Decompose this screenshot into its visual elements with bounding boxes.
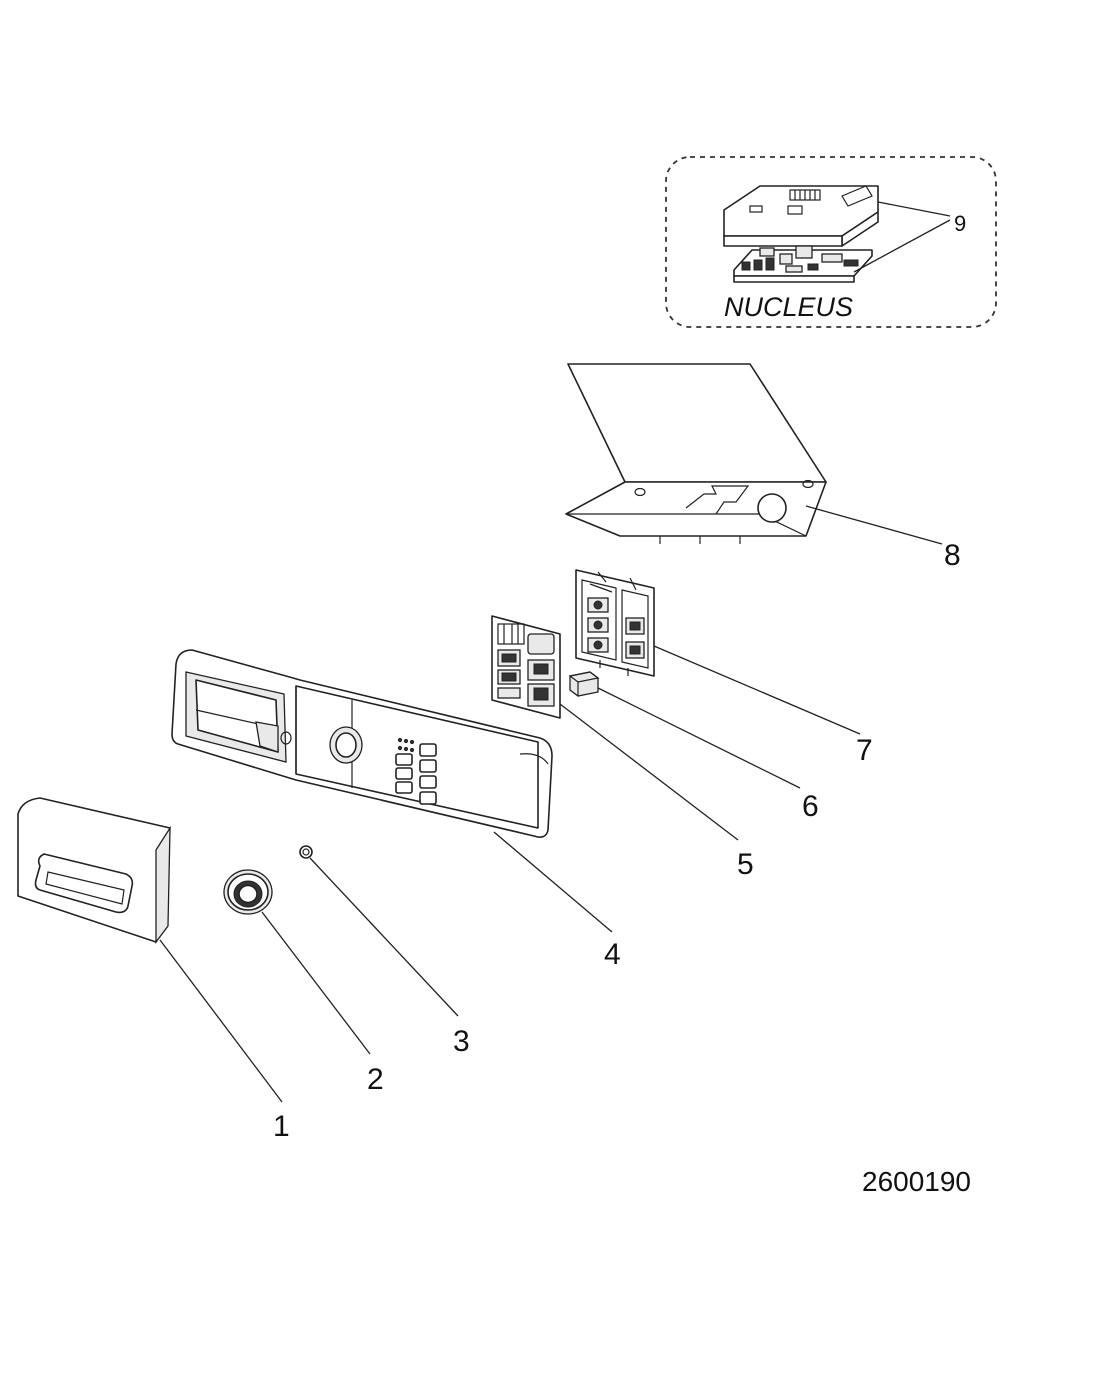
leader-2 <box>261 911 371 1055</box>
part-9-pcb-board[interactable] <box>733 245 873 283</box>
callout-1: 1 <box>273 1110 290 1143</box>
callout-6: 6 <box>802 790 819 823</box>
part-4-control-panel[interactable] <box>171 649 553 838</box>
leader-8 <box>805 505 943 545</box>
part-6-connector-block[interactable] <box>568 671 600 697</box>
callout-7: 7 <box>856 734 873 767</box>
callout-5: 5 <box>737 848 754 881</box>
part-2-knob[interactable] <box>223 869 273 915</box>
document-number: 2600190 <box>862 1166 971 1197</box>
leader-3 <box>309 857 459 1017</box>
leader-5 <box>559 703 739 841</box>
part-8-housing[interactable] <box>565 363 827 544</box>
part-9-module-cover[interactable] <box>723 185 879 247</box>
nucleus-dashed-frame <box>665 156 997 328</box>
leader-1 <box>159 939 283 1103</box>
part-3-pin[interactable] <box>299 845 313 859</box>
callout-9: 9 <box>954 211 966 236</box>
callout-2: 2 <box>367 1063 384 1096</box>
nucleus-label: NUCLEUS <box>724 292 853 322</box>
part-7-button-frame[interactable] <box>575 569 655 677</box>
leader-9b <box>853 219 951 273</box>
leader-7 <box>653 645 861 735</box>
callout-4: 4 <box>604 938 621 971</box>
callout-3: 3 <box>453 1025 470 1058</box>
leader-9a <box>877 201 951 217</box>
leader-4 <box>493 831 613 933</box>
callout-8: 8 <box>944 539 961 572</box>
leader-6 <box>597 687 801 789</box>
nucleus-inset: NUCLEUS 9 <box>665 156 997 328</box>
part-5-button-carrier[interactable] <box>491 615 561 719</box>
part-1-drawer-handle[interactable] <box>17 797 171 944</box>
